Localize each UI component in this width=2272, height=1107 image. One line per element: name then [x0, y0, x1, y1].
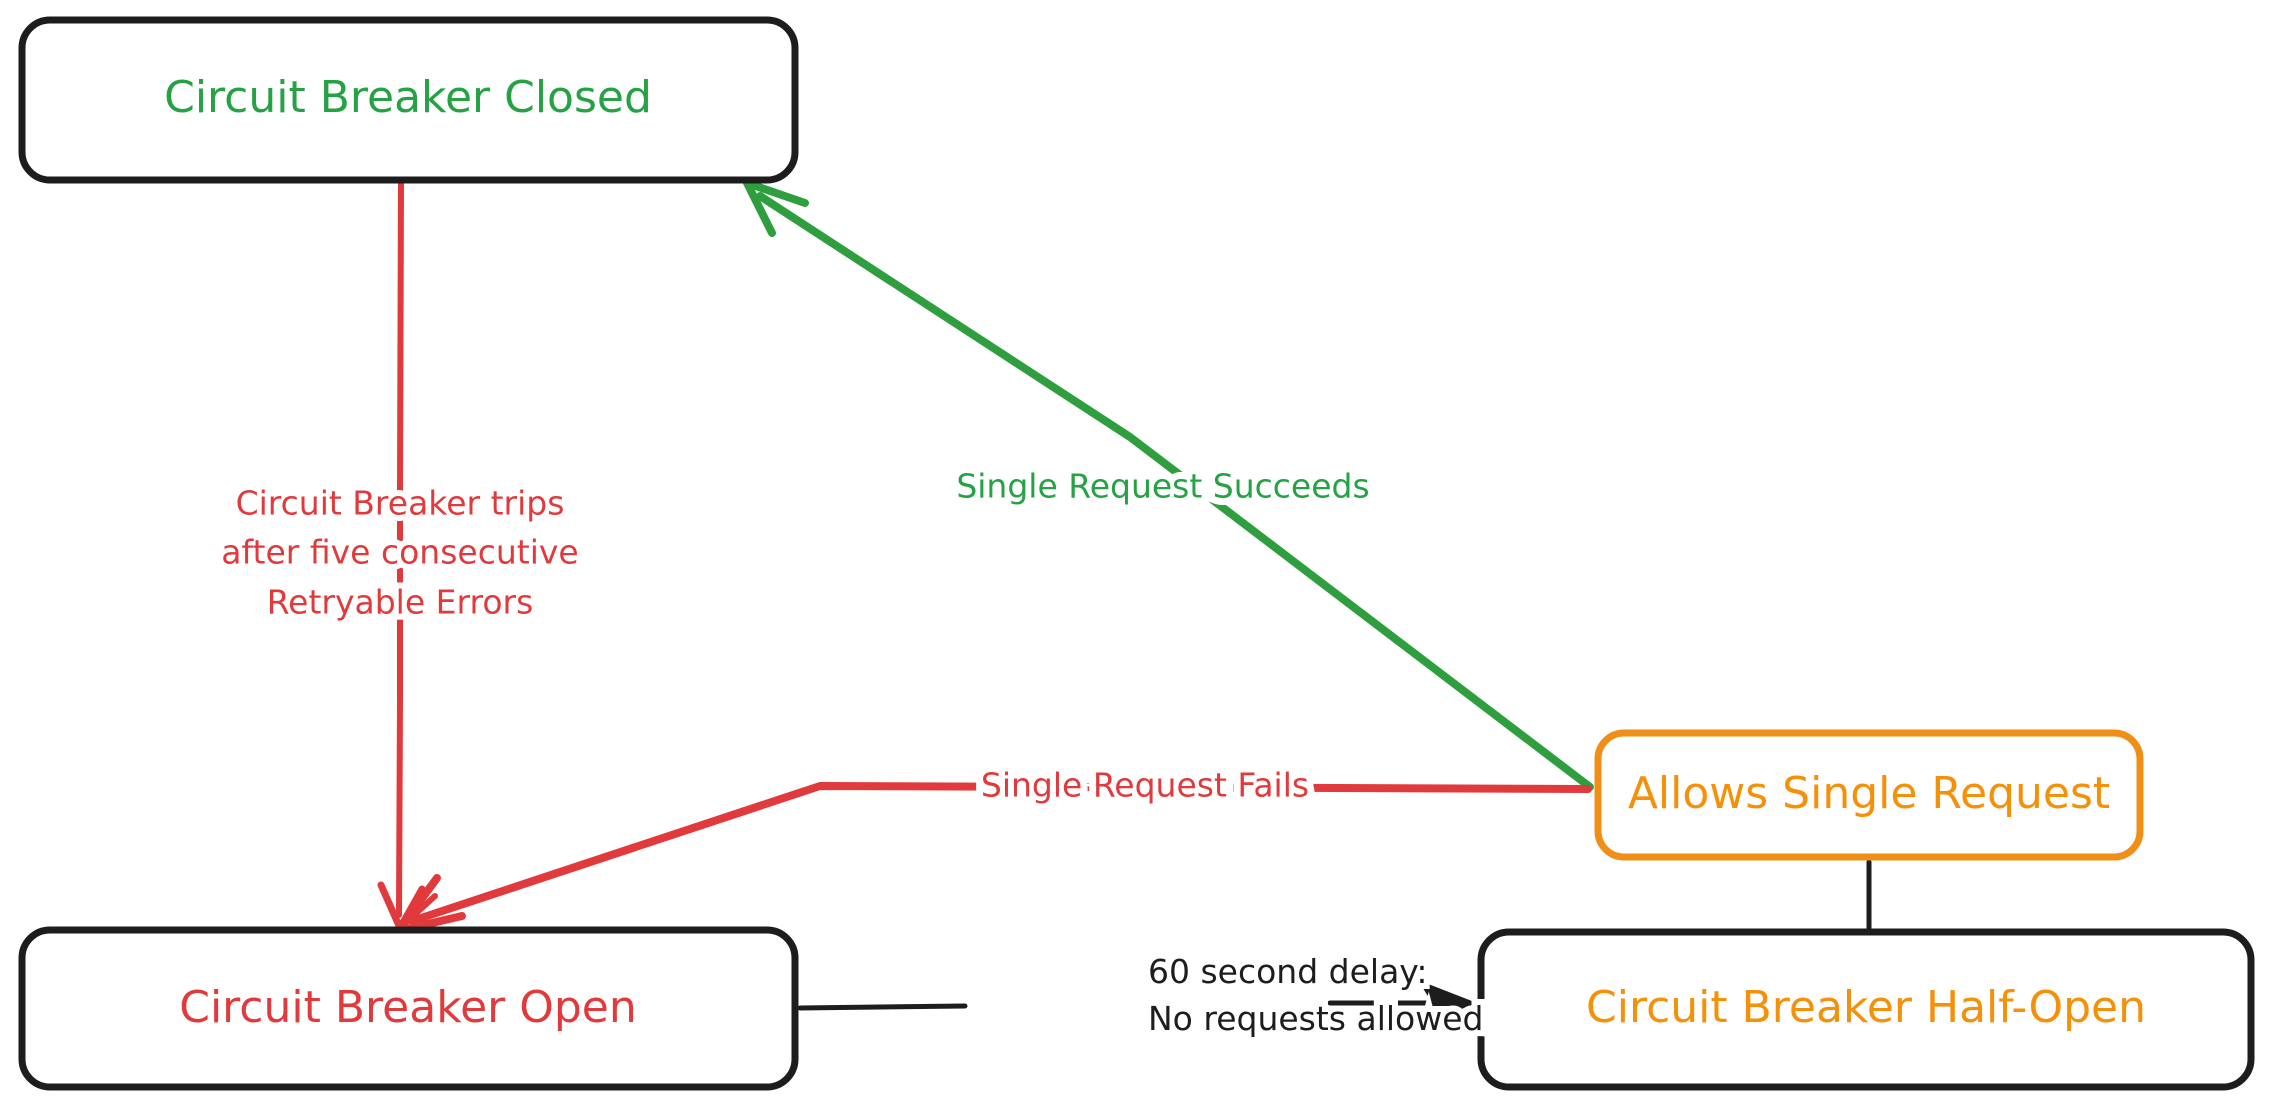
edge-label-closed-to-open-line-1: Circuit Breaker trips	[236, 484, 565, 523]
edge-label-allows-to-closed-line-1: Single Request Succeeds	[956, 467, 1369, 506]
edge-allows-to-open-line	[408, 782, 1592, 925]
edge-label-allows-to-open-line-1: Single Request Fails	[981, 766, 1309, 805]
node-circuit-breaker-open-box	[18, 926, 799, 1091]
edge-open-to-half-open-arrowhead	[1418, 980, 1477, 1026]
node-circuit-breaker-closed-label: Circuit Breaker Closed	[164, 72, 652, 123]
node-circuit-breaker-half-open-box	[1477, 928, 2255, 1091]
edge-label-allows-to-closed: Single Request Succeeds	[949, 460, 1376, 513]
edge-open-to-half-open-line-left	[797, 1003, 968, 1011]
edge-label-closed-to-open-line-2: after five consecutive	[221, 533, 578, 572]
node-circuit-breaker-open[interactable]: Circuit Breaker Open	[18, 926, 799, 1091]
node-circuit-breaker-open-label: Circuit Breaker Open	[179, 982, 637, 1033]
edge-allows-to-open[interactable]	[394, 782, 1592, 935]
node-allows-single-request-label: Allows Single Request	[1628, 768, 2110, 819]
edge-open-to-half-open[interactable]	[797, 980, 1477, 1026]
node-allows-single-request-box	[1594, 729, 2144, 861]
edge-allows-to-closed-line	[756, 192, 1594, 791]
edge-label-allows-to-open: Single Request Fails	[974, 759, 1316, 812]
node-circuit-breaker-half-open-label: Circuit Breaker Half-Open	[1586, 982, 2146, 1033]
edge-label-open-to-half-open-line-1: 60 second delay:	[1148, 952, 1428, 991]
node-allows-single-request[interactable]: Allows Single Request	[1594, 729, 2144, 861]
node-circuit-breaker-half-open[interactable]: Circuit Breaker Half-Open	[1477, 928, 2255, 1091]
edge-label-open-to-half-open-line-2: No requests allowed	[1148, 999, 1483, 1038]
edge-label-closed-to-open-line-3: Retryable Errors	[267, 583, 534, 622]
edge-label-open-to-half-open: 60 second delay: No requests allowed	[1142, 946, 1489, 1044]
edge-closed-to-open-line	[396, 178, 404, 918]
node-circuit-breaker-closed[interactable]: Circuit Breaker Closed	[18, 16, 799, 184]
node-circuit-breaker-closed-box	[18, 16, 799, 184]
edge-label-closed-to-open: Circuit Breaker trips after five consecu…	[215, 478, 584, 628]
